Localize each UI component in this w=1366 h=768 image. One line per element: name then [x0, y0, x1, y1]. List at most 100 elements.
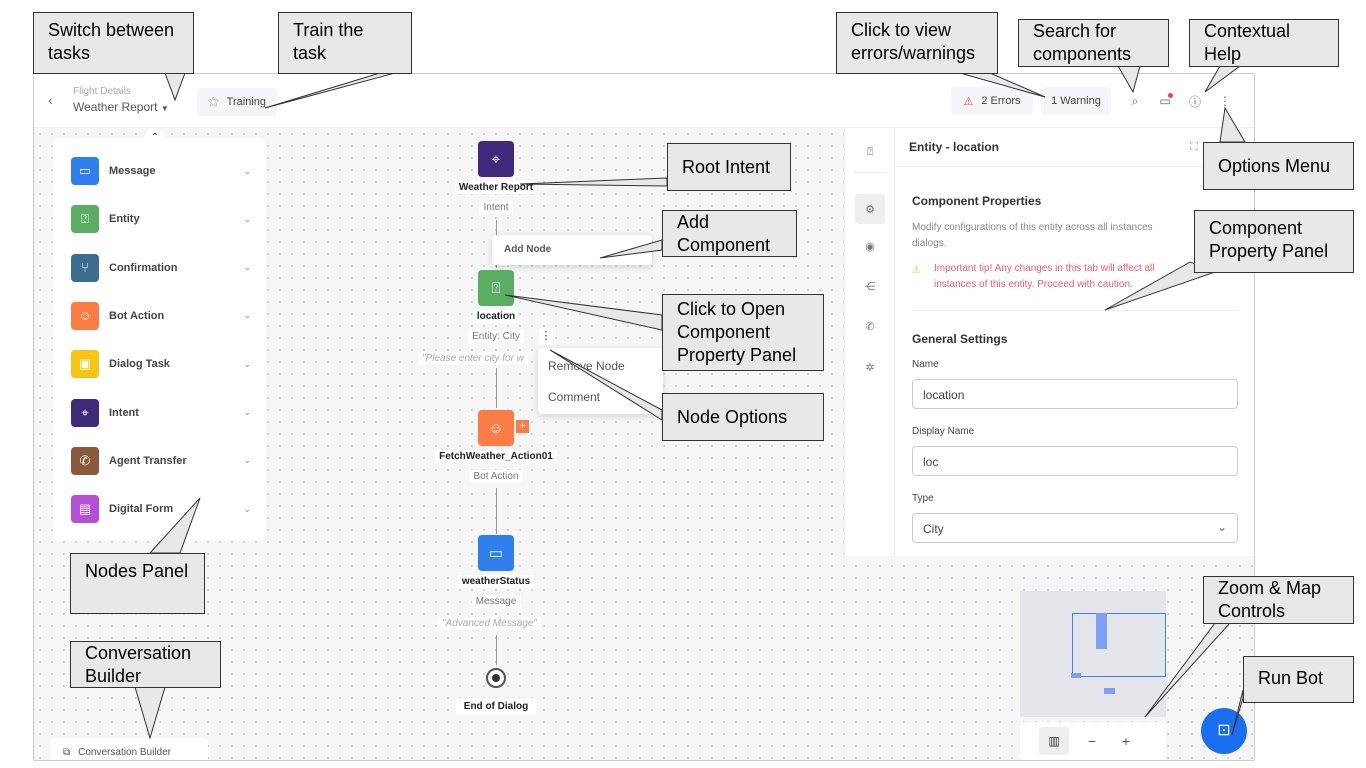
zoom-controls: ▥ − +: [1020, 722, 1166, 760]
entity-prompt: "Please enter city for w: [418, 352, 528, 365]
description-line: dialogs.: [912, 238, 947, 249]
remove-node-item[interactable]: Remove Node: [548, 359, 625, 373]
chevron-down-icon[interactable]: ⌄: [243, 503, 251, 514]
panel-title: Entity - location: [909, 140, 999, 154]
node-options-icon[interactable]: ⋮: [539, 329, 553, 345]
tip-line: Important tip! Any changes in this tab w…: [934, 263, 1155, 274]
chevron-down-icon[interactable]: ⌄: [243, 407, 251, 417]
target-icon[interactable]: ◉: [865, 240, 875, 253]
errors-button[interactable]: ⚠2 Errors: [951, 87, 1033, 115]
intent-icon: ⌖: [71, 398, 99, 427]
node-type-bot-action[interactable]: ☺ Bot Action ⌄: [71, 301, 251, 331]
chevron-down-icon[interactable]: ⌄: [243, 213, 251, 224]
node-type-message[interactable]: ▭Message⌄: [71, 156, 251, 186]
settings-icon[interactable]: ⚙: [855, 194, 885, 224]
dialog-task-icon: ▣: [71, 350, 99, 379]
bot-action-title: FetchWeather_Action01: [435, 450, 557, 463]
entity-tab-icon[interactable]: ⍰: [866, 145, 874, 158]
display-name-input[interactable]: loc: [912, 446, 1238, 476]
training-label: Training: [226, 96, 267, 108]
chevron-down-icon[interactable]: ⌄: [243, 358, 251, 369]
node-type-label: Intent: [109, 406, 139, 419]
warnings-label: 1 Warning: [1051, 95, 1101, 107]
message-node[interactable]: ▭: [478, 535, 514, 571]
more-options-icon[interactable]: ⋮: [1219, 94, 1231, 108]
callout-pointer: [1219, 106, 1246, 143]
callout-pointer: [504, 294, 663, 331]
call-icon[interactable]: ✆: [865, 320, 875, 333]
callout-options: Options Menu: [1203, 142, 1354, 190]
callout-pointer: [1117, 65, 1141, 94]
conversation-builder-label: Conversation Builder: [78, 746, 171, 758]
bot-action-subtitle: Bot Action: [469, 470, 523, 483]
training-button[interactable]: ⚝ Training: [197, 88, 277, 116]
root-intent-node[interactable]: ⌖: [478, 141, 514, 177]
chevron-down-icon[interactable]: ⌄: [243, 165, 251, 176]
callout-pointer: [164, 72, 186, 102]
name-label: Name: [912, 359, 939, 370]
message-subtitle: Message: [471, 595, 521, 608]
collapse-panel-icon[interactable]: ⌃: [145, 128, 165, 148]
divider: [895, 166, 1254, 167]
bug-icon[interactable]: ✲: [865, 361, 875, 374]
bot-action-node[interactable]: ☺: [478, 410, 514, 446]
search-icon[interactable]: ⌕: [1131, 93, 1139, 108]
zoom-in-icon[interactable]: +: [1121, 733, 1131, 749]
add-icon[interactable]: +: [516, 420, 529, 433]
connector: [496, 488, 497, 534]
node-type-label: Entity: [109, 213, 140, 226]
connector: [496, 368, 497, 408]
help-icon[interactable]: ⓘ: [1188, 94, 1201, 109]
callout-pointer: [1204, 65, 1242, 93]
message-title: weatherStatus: [457, 575, 535, 588]
canvas[interactable]: ⌃ ▭Message⌄⍰Entity⌄⑂Confirmation⌄☺Bot Ac…: [34, 128, 1254, 760]
zoom-out-icon[interactable]: −: [1087, 733, 1097, 749]
warnings-button[interactable]: 1 Warning: [1041, 87, 1111, 115]
bot-action-icon: ☺: [71, 301, 99, 330]
entity-node[interactable]: ⍰: [478, 270, 514, 306]
node-type-agent-transfer[interactable]: ✆Agent Transfer⌄: [71, 446, 251, 476]
callout-pointer: [1231, 689, 1244, 736]
task-switcher[interactable]: Weather Report ▼: [73, 100, 169, 114]
breadcrumb: Flight Details: [73, 86, 131, 97]
chevron-down-icon[interactable]: ⌄: [243, 310, 251, 321]
section-description: Modify configurations of this entity acr…: [912, 220, 1153, 252]
back-icon[interactable]: ‹: [48, 92, 53, 108]
callout-pointer: [549, 349, 663, 421]
minimap-node: [1104, 688, 1115, 694]
map-icon[interactable]: ▥: [1039, 727, 1069, 755]
node-type-dialog-task[interactable]: ▣Dialog Task⌄: [71, 349, 251, 379]
connections-icon[interactable]: ⋲: [864, 280, 876, 293]
description-line: Modify configurations of this entity acr…: [912, 222, 1153, 233]
intent-icon: ⌖: [491, 150, 501, 168]
chevron-down-icon[interactable]: ⌄: [243, 262, 251, 273]
run-bot-button[interactable]: ⊡: [1201, 708, 1247, 754]
callout-property-panel: Component Property Panel: [1194, 210, 1354, 273]
callout-pointer: [519, 177, 668, 187]
confirmation-icon: ⑂: [71, 253, 99, 282]
node-type-confirmation[interactable]: ⑂Confirmation⌄: [71, 253, 251, 283]
expand-icon[interactable]: ⛶: [1190, 141, 1198, 153]
comment-item[interactable]: Comment: [548, 390, 601, 404]
node-type-intent[interactable]: ⌖ Intent ⌄: [71, 398, 251, 428]
conversation-builder-button[interactable]: ⧉Conversation Builder: [51, 738, 208, 760]
callout-pointer: [1144, 622, 1232, 718]
minimap-node: [1071, 673, 1081, 678]
digital-form-icon: ▤: [71, 495, 99, 524]
bot-action-icon: ☺: [488, 419, 504, 437]
node-type-entity[interactable]: ⍰Entity⌄: [71, 204, 251, 234]
chevron-down-icon[interactable]: ⌄: [243, 455, 251, 466]
callout-open-panel: Click to Open Component Property Panel: [662, 294, 824, 371]
callout-search: Search for components: [1018, 19, 1169, 67]
name-input[interactable]: location: [912, 379, 1238, 409]
callout-root-intent: Root Intent: [667, 143, 791, 191]
notifications-icon[interactable]: ▭: [1156, 92, 1174, 110]
add-node-menu-item[interactable]: Add Node: [492, 235, 652, 265]
node-type-digital-form[interactable]: ▤Digital Form⌄: [71, 494, 251, 524]
type-select[interactable]: City⌄: [912, 513, 1238, 543]
minimap[interactable]: [1020, 591, 1166, 717]
node-type-label: Bot Action: [109, 309, 165, 322]
minimap-viewport[interactable]: [1072, 613, 1166, 677]
wand-icon: ⚝: [207, 95, 219, 108]
